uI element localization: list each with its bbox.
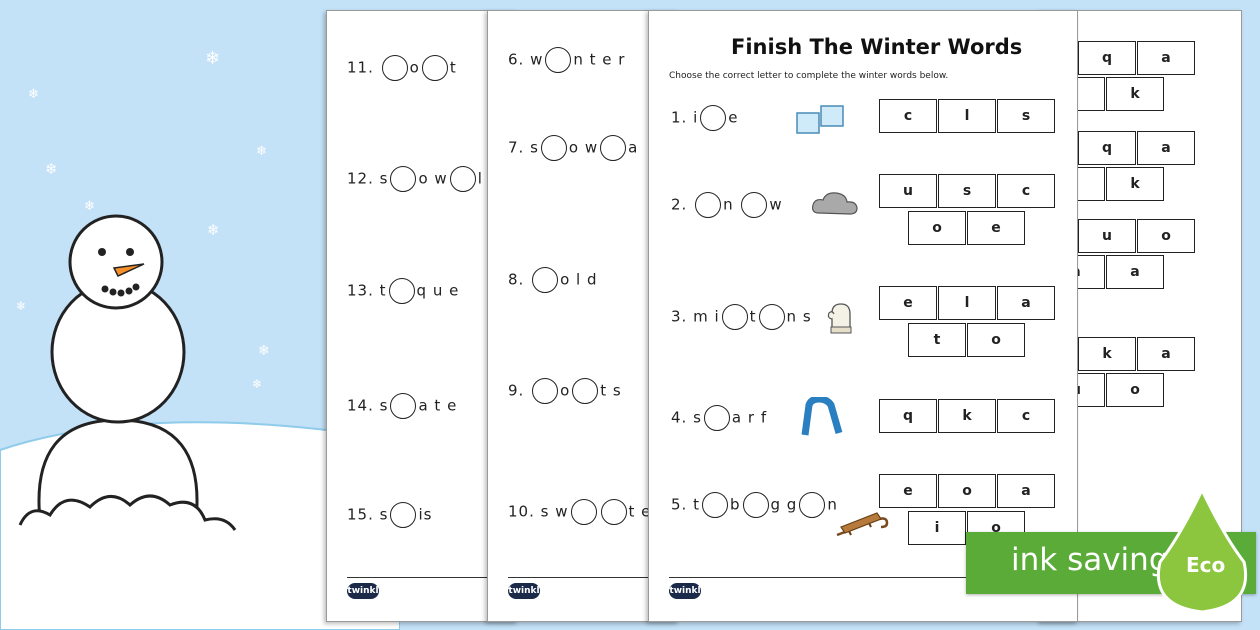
snowflake-icon: ❄ (16, 299, 27, 313)
letter-brick[interactable]: i (908, 511, 966, 545)
letter-brick[interactable]: a (1137, 337, 1195, 371)
eco-leaf-icon (1156, 486, 1248, 620)
eco-label: Eco (1186, 553, 1226, 577)
footer-line (508, 577, 658, 578)
snowflake-icon: ❄ (207, 221, 220, 239)
snowflake-icon: ❄ (28, 87, 39, 102)
question-8: 8. o l d (508, 267, 598, 293)
snowflake-icon: ❄ (84, 199, 95, 214)
letter-brick[interactable]: a (1137, 131, 1195, 165)
sledge-icon (836, 512, 889, 537)
letter-brick[interactable]: q (879, 399, 937, 433)
letter-brick[interactable]: c (997, 399, 1055, 433)
letter-brick[interactable]: e (967, 211, 1025, 245)
letter-brick[interactable]: s (997, 99, 1055, 133)
footer-line (669, 577, 1057, 578)
letter-brick[interactable]: k (1106, 77, 1164, 111)
snowflake-icon: ❄ (252, 377, 263, 391)
worksheet-title: Finish The Winter Words (731, 35, 1023, 59)
letter-brick[interactable]: c (997, 174, 1055, 208)
mitten-icon (827, 303, 852, 334)
letter-brick[interactable]: q (1078, 131, 1136, 165)
ice-cubes-icon (796, 105, 844, 134)
worksheet-page-1: Finish The Winter Words Choose the corre… (648, 10, 1078, 622)
snowflake-icon: ❄ (45, 160, 58, 178)
twinkl-logo: twinkl (347, 583, 379, 599)
letter-brick[interactable]: o (1106, 373, 1164, 407)
letter-brick[interactable]: u (879, 174, 937, 208)
ink-saving-label: ink saving (1011, 542, 1169, 578)
snowflake-icon: ❄ (256, 144, 267, 159)
snowflake-icon: ❄ (205, 48, 221, 69)
letter-brick[interactable]: o (908, 211, 966, 245)
letter-brick[interactable]: e (879, 286, 937, 320)
twinkl-logo: twinkl (669, 583, 701, 599)
letter-brick[interactable]: s (938, 174, 996, 208)
letter-brick[interactable]: a (1137, 41, 1195, 75)
snow-cloud-icon (812, 192, 858, 215)
twinkl-logo: twinkl (508, 583, 540, 599)
letter-brick[interactable]: a (997, 474, 1055, 508)
letter-brick[interactable]: l (938, 99, 996, 133)
snowman-illustration (0, 214, 400, 630)
letter-brick[interactable]: k (1106, 167, 1164, 201)
letter-brick[interactable]: k (1078, 337, 1136, 371)
letter-brick[interactable]: a (997, 286, 1055, 320)
letter-brick[interactable]: q (1078, 41, 1136, 75)
letter-brick[interactable]: t (908, 323, 966, 357)
footer-line (347, 577, 497, 578)
question-2: 2. n w (671, 192, 783, 218)
letter-brick[interactable]: o (938, 474, 996, 508)
scarf-icon (801, 397, 843, 436)
letter-brick[interactable]: o (1137, 219, 1195, 253)
snowflake-icon: ❄ (258, 343, 270, 359)
worksheet-instructions: Choose the correct letter to complete th… (669, 71, 949, 81)
letter-brick[interactable]: e (879, 474, 937, 508)
letter-brick[interactable]: u (1078, 219, 1136, 253)
letter-brick[interactable]: a (1106, 255, 1164, 289)
letter-brick[interactable]: l (938, 286, 996, 320)
letter-brick[interactable]: k (938, 399, 996, 433)
letter-brick[interactable]: o (967, 323, 1025, 357)
letter-brick[interactable]: c (879, 99, 937, 133)
